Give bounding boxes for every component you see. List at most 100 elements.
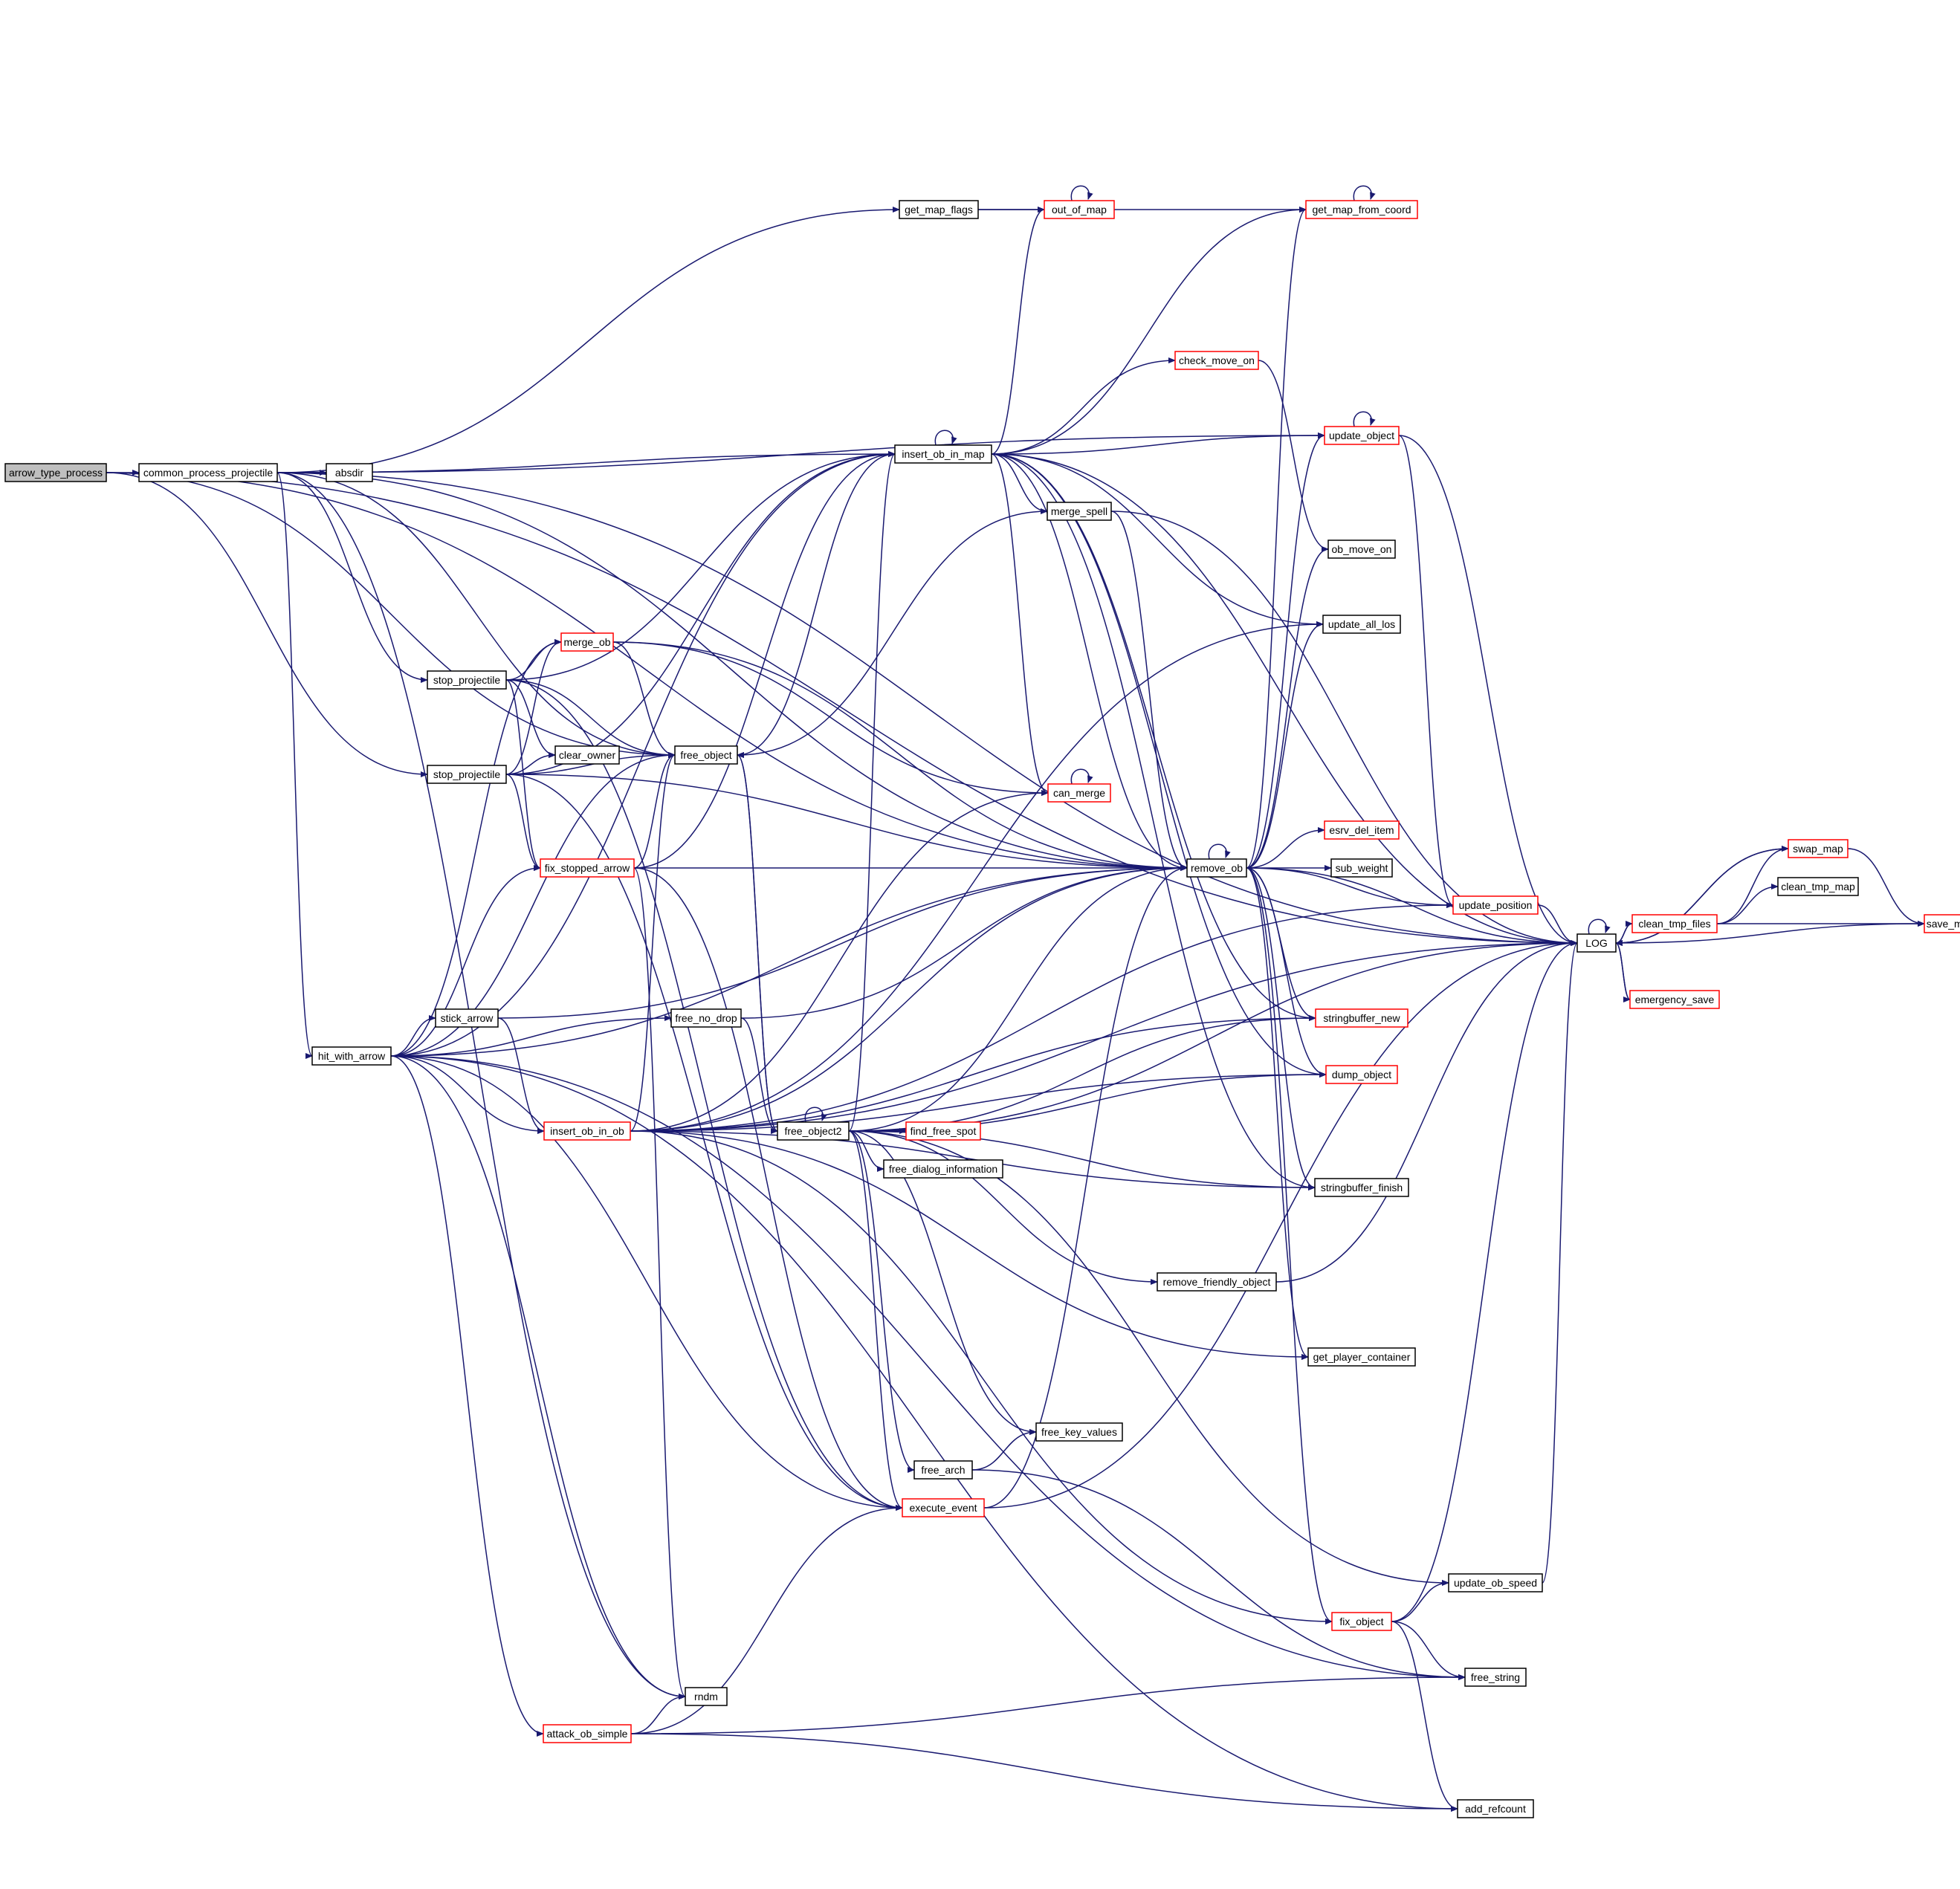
node-free-object[interactable]: free_object <box>674 745 738 765</box>
node-free-key-values[interactable]: free_key_values <box>1035 1422 1123 1442</box>
node-stringbuffer-finish[interactable]: stringbuffer_finish <box>1314 1178 1409 1197</box>
node-box[interactable] <box>1322 615 1401 634</box>
node-free-string[interactable]: free_string <box>1464 1668 1527 1687</box>
node-out-of-map[interactable]: out_of_map <box>1044 200 1115 219</box>
node-dump-object[interactable]: dump_object <box>1325 1065 1398 1084</box>
node-free-arch[interactable]: free_arch <box>913 1460 973 1480</box>
node-box[interactable] <box>554 745 620 765</box>
node-clear-owner[interactable]: clear_owner <box>554 745 620 765</box>
node-update-object[interactable]: update_object <box>1324 426 1400 445</box>
node-box[interactable] <box>326 463 373 482</box>
node-box[interactable] <box>1331 1612 1392 1631</box>
node-absdir[interactable]: absdir <box>326 463 373 482</box>
node-get-map-from-coord[interactable]: get_map_from_coord <box>1305 200 1418 219</box>
node-get-map-flags[interactable]: get_map_flags <box>899 200 979 219</box>
node-box[interactable] <box>543 1724 632 1743</box>
node-box[interactable] <box>427 670 507 690</box>
node-stringbuffer-new[interactable]: stringbuffer_new <box>1315 1008 1408 1028</box>
node-box[interactable] <box>435 1008 499 1028</box>
node-box[interactable] <box>777 1121 850 1141</box>
node-remove-friendly-object[interactable]: remove_friendly_object <box>1157 1272 1277 1292</box>
node-box[interactable] <box>913 1460 973 1480</box>
node-box[interactable] <box>1174 351 1259 370</box>
node-stop-projectile-1[interactable]: stop_projectile <box>427 670 507 690</box>
node-box[interactable] <box>1186 858 1247 878</box>
node-emergency-save[interactable]: emergency_save <box>1629 990 1720 1009</box>
node-box[interactable] <box>1325 1065 1398 1084</box>
node-box[interactable] <box>894 444 992 464</box>
node-find-free-spot[interactable]: find_free_spot <box>905 1121 981 1141</box>
node-box[interactable] <box>1330 858 1393 878</box>
node-stick-arrow[interactable]: stick_arrow <box>435 1008 499 1028</box>
node-box[interactable] <box>1157 1272 1277 1292</box>
node-free-object2[interactable]: free_object2 <box>777 1121 850 1141</box>
node-box[interactable] <box>685 1687 728 1706</box>
node-attack-ob-simple[interactable]: attack_ob_simple <box>543 1724 632 1743</box>
node-fix-stopped-arrow[interactable]: fix_stopped_arrow <box>540 858 635 878</box>
node-box[interactable] <box>1788 839 1849 858</box>
node-ob-move-on[interactable]: ob_move_on <box>1327 540 1396 559</box>
node-clean-tmp-files[interactable]: clean_tmp_files <box>1631 914 1718 933</box>
node-box[interactable] <box>905 1121 981 1141</box>
node-update-ob-speed[interactable]: update_ob_speed <box>1448 1573 1543 1592</box>
node-box[interactable] <box>1452 895 1539 915</box>
node-box[interactable] <box>1035 1422 1123 1442</box>
node-box[interactable] <box>883 1159 1003 1179</box>
node-box[interactable] <box>1464 1668 1527 1687</box>
node-box[interactable] <box>902 1498 985 1517</box>
node-box[interactable] <box>311 1046 392 1066</box>
node-insert-ob-in-ob[interactable]: insert_ob_in_ob <box>543 1121 631 1141</box>
node-insert-ob-in-map[interactable]: insert_ob_in_map <box>894 444 992 464</box>
node-box[interactable] <box>674 745 738 765</box>
node-box[interactable] <box>1315 1008 1408 1028</box>
node-sub-weight[interactable]: sub_weight <box>1330 858 1393 878</box>
node-box[interactable] <box>427 765 507 784</box>
node-execute-event[interactable]: execute_event <box>902 1498 985 1517</box>
node-box[interactable] <box>1307 1347 1416 1367</box>
node-remove-ob[interactable]: remove_ob <box>1186 858 1247 878</box>
node-update-all-los[interactable]: update_all_los <box>1322 615 1401 634</box>
node-box[interactable] <box>138 463 278 482</box>
node-check-move-on[interactable]: check_move_on <box>1174 351 1259 370</box>
node-esrv-del-item[interactable]: esrv_del_item <box>1324 820 1400 840</box>
node-clean-tmp-map[interactable]: clean_tmp_map <box>1777 877 1859 896</box>
node-box[interactable] <box>1047 502 1112 521</box>
node-box[interactable] <box>1448 1573 1543 1592</box>
node-box[interactable] <box>4 463 107 482</box>
node-box[interactable] <box>1777 877 1859 896</box>
node-box[interactable] <box>1576 933 1617 953</box>
node-merge-ob[interactable]: merge_ob <box>560 632 614 652</box>
node-box[interactable] <box>1047 783 1111 803</box>
node-box[interactable] <box>1314 1178 1409 1197</box>
node-free-no-drop[interactable]: free_no_drop <box>670 1008 742 1028</box>
node-box[interactable] <box>1044 200 1115 219</box>
node-swap-map[interactable]: swap_map <box>1788 839 1849 858</box>
node-free-dialog-information[interactable]: free_dialog_information <box>883 1159 1003 1179</box>
node-box[interactable] <box>1457 1799 1534 1818</box>
node-box[interactable] <box>1631 914 1718 933</box>
node-box[interactable] <box>560 632 614 652</box>
node-LOG[interactable]: LOG <box>1576 933 1617 953</box>
node-box[interactable] <box>899 200 979 219</box>
node-box[interactable] <box>1327 540 1396 559</box>
node-merge-spell[interactable]: merge_spell <box>1047 502 1112 521</box>
node-box[interactable] <box>670 1008 742 1028</box>
node-box[interactable] <box>1324 426 1400 445</box>
node-hit-with-arrow[interactable]: hit_with_arrow <box>311 1046 392 1066</box>
node-box[interactable] <box>1924 914 1960 933</box>
node-box[interactable] <box>543 1121 631 1141</box>
node-add-refcount[interactable]: add_refcount <box>1457 1799 1534 1818</box>
node-arrow-type-process[interactable]: arrow_type_process <box>4 463 107 482</box>
node-box[interactable] <box>540 858 635 878</box>
node-box[interactable] <box>1629 990 1720 1009</box>
node-update-position[interactable]: update_position <box>1452 895 1539 915</box>
node-stop-projectile-2[interactable]: stop_projectile <box>427 765 507 784</box>
node-common-process-projectile[interactable]: common_process_projectile <box>138 463 278 482</box>
node-get-player-container[interactable]: get_player_container <box>1307 1347 1416 1367</box>
node-save-map[interactable]: save_map <box>1924 914 1960 933</box>
node-rndm[interactable]: rndm <box>685 1687 728 1706</box>
node-can-merge[interactable]: can_merge <box>1047 783 1111 803</box>
node-fix-object[interactable]: fix_object <box>1331 1612 1392 1631</box>
node-box[interactable] <box>1324 820 1400 840</box>
node-box[interactable] <box>1305 200 1418 219</box>
